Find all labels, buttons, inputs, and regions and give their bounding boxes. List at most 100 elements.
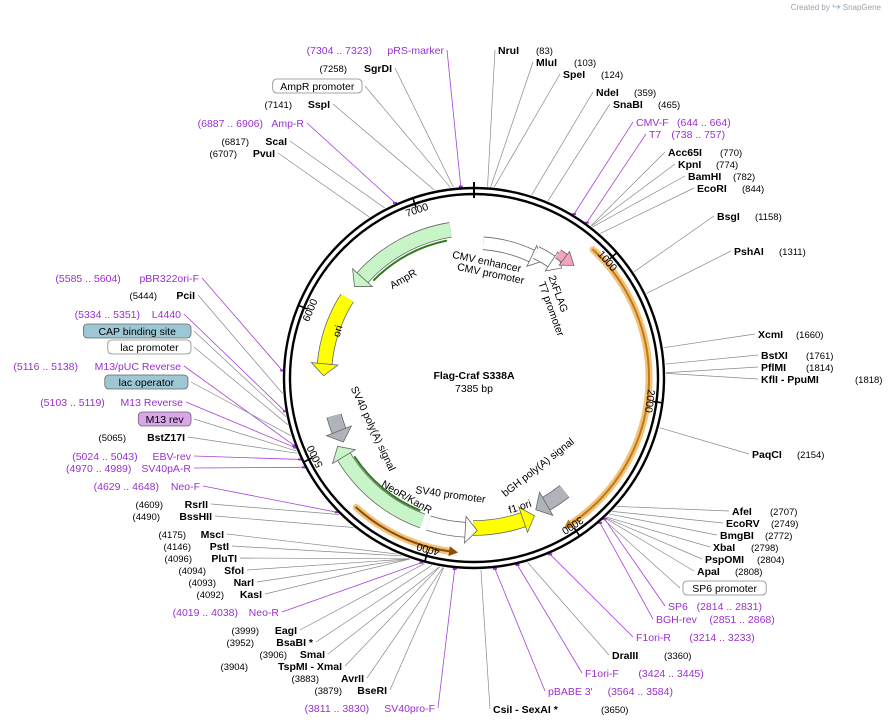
- feature-label-sv40-poly-a-signal: SV40 poly(A) signal: [348, 384, 398, 473]
- site-name-afei-r-18: AfeI: [732, 506, 752, 518]
- site-name-sv40pro-f-l-35: SV40pro-F: [384, 703, 435, 715]
- site-pos-f1ori-f-r-29: (3424 .. 3445): [638, 668, 703, 680]
- site-kpni-r-8: KpnI(774): [678, 159, 738, 171]
- connector-afei-r-18: [616, 506, 730, 512]
- connector-xbai-r-21: [606, 516, 711, 548]
- site-name-xcmi-r-13: XcmI: [758, 329, 783, 341]
- feature-box-cap-binding-site-l-10: [83, 323, 192, 339]
- connector-bseri-l-34: [389, 567, 444, 691]
- tick-7000: [411, 196, 417, 208]
- site-sv40pa-r-l-18: SV40pA-R(4970 .. 4989): [66, 463, 191, 475]
- site-mlui-r-1: MluI(103): [536, 57, 596, 69]
- connector-sv40pa-r-l-18: [193, 466, 305, 469]
- site-pos-sv40pa-r-l-18: (4970 .. 4989): [66, 463, 131, 475]
- sv40-promoter-arrow-head: [464, 515, 478, 545]
- site-name-bamhi-r-9: BamHI: [688, 171, 721, 183]
- feature-name-ampr-promoter-l-2: AmpR promoter: [280, 81, 355, 93]
- site-ebv-rev-l-17: EBV-rev(5024 .. 5043): [72, 451, 192, 463]
- site-xbai-r-21: XbaI(2798): [713, 542, 778, 554]
- site-m13-reverse-l-14: M13 Reverse(5103 .. 5119): [40, 397, 183, 409]
- site-pos-nari-l-26: (4093): [189, 578, 216, 589]
- site-name-bgh-rev-r-26: BGH-rev: [656, 614, 698, 626]
- bgh-polya-arrow-head: [535, 491, 554, 516]
- tick-label-2000: 2000: [642, 389, 657, 414]
- site-pos-sfoi-l-25: (4094): [179, 566, 206, 577]
- site-ecori-r-10: EcoRI(844): [697, 183, 764, 195]
- site-pos-bmgbi-r-20: (2772): [765, 531, 792, 542]
- feature-name-lac-promoter-l-11: lac promoter: [120, 342, 179, 354]
- site-name-kpni-r-8: KpnI: [678, 159, 701, 171]
- site-pos-paqci-r-17: (2154): [797, 450, 824, 461]
- site-name-bsabi-l-30: BsaBI *: [276, 637, 314, 649]
- connector-ampr-promoter-l-2: [364, 85, 451, 188]
- connector-smai-l-31: [327, 566, 440, 655]
- site-pos-bgh-rev-r-26: (2851 .. 2868): [709, 614, 774, 626]
- site-m13-puc-reverse-l-12: M13/pUC Reverse(5116 .. 5138): [13, 361, 181, 373]
- site-pos-spei-r-2: (124): [601, 70, 623, 81]
- site-pos-amp-r-l-4: (6887 .. 6906): [198, 118, 263, 130]
- site-pos-pspomi-r-22: (2804): [757, 555, 784, 566]
- site-lac-operator-l-13: lac operator: [104, 374, 189, 390]
- neo-orf-arc-line: [355, 506, 451, 553]
- site-pos-ecori-r-10: (844): [742, 184, 764, 195]
- feature-name-m13-rev-l-15: M13 rev: [146, 414, 185, 426]
- site-prs-marker-l-0: pRS-marker (7304 .. 7323): [307, 45, 445, 57]
- site-pos-afei-r-18: (2707): [770, 507, 797, 518]
- site-name-psti-l-23: PstI: [210, 541, 229, 553]
- ampr-arrow-head: [352, 267, 374, 287]
- connector-t7-r-6: [586, 133, 647, 223]
- feature-box-lac-operator-l-13: [104, 374, 189, 390]
- site-name-ndei-r-3: NdeI: [596, 87, 619, 99]
- site-psti-l-23: PstI(4146): [164, 541, 230, 553]
- connector-amp-r-l-4: [306, 122, 396, 204]
- site-name-bmgbi-r-20: BmgBI: [720, 530, 754, 542]
- snapgene-brand: Created by ↪ SnapGene: [791, 2, 881, 13]
- site-bseri-l-34: BseRI(3879): [315, 685, 388, 697]
- connector-bstxi-r-14: [665, 354, 759, 365]
- connector-bamhi-r-9: [592, 175, 686, 228]
- site-name-amp-r-l-4: Amp-R: [271, 118, 304, 130]
- site-cmv-f-r-5: CMV-F(644 .. 664): [636, 117, 731, 129]
- connector-m13-reverse-l-14: [185, 401, 296, 448]
- connector-nari-l-26: [256, 558, 410, 583]
- ori-arrow-head: [310, 362, 339, 377]
- site-name-prs-marker-l-0: pRS-marker: [387, 45, 444, 57]
- site-pos-ebv-rev-l-17: (5024 .. 5043): [72, 451, 137, 463]
- sv40-polya-arrow-head: [325, 425, 353, 443]
- connector-draiii-r-28: [527, 562, 610, 656]
- site-sgrdi-l-1: SgrDI(7258): [320, 63, 393, 75]
- site-pos-nrui-r-0: (83): [536, 46, 553, 57]
- site-bstz17i-l-16: BstZ17I(5065): [99, 432, 186, 444]
- site-sp6-promoter-r-24: SP6 promoter: [682, 580, 767, 596]
- neo-kan-arrow: [337, 452, 425, 528]
- site-name-scai-l-5: ScaI: [265, 136, 287, 148]
- site-pos-pbr322ori-f-l-7: (5585 .. 5604): [55, 273, 120, 285]
- feature-box-lac-promoter-l-11: [107, 339, 192, 355]
- site-afei-r-18: AfeI (2707): [732, 506, 797, 518]
- site-pos-eagi-l-29: (3999): [232, 626, 259, 637]
- site-name-rsrii-l-20: RsrII: [185, 499, 208, 511]
- site-pos-prs-marker-l-0: (7304 .. 7323): [307, 45, 372, 57]
- site-pbr322ori-f-l-7: pBR322ori-F(5585 .. 5604): [55, 273, 199, 285]
- site-name-spei-r-2: SpeI: [563, 69, 585, 81]
- site-pos-kasi-l-27: (4092): [197, 590, 224, 601]
- connector-psti-l-23: [231, 545, 402, 557]
- connector-pbabe-3-r-30: [494, 568, 546, 692]
- site-pos-neo-f-l-19: (4629 .. 4648): [94, 481, 159, 493]
- site-pos-sp6-r-25: (2814 .. 2831): [697, 601, 762, 613]
- site-name-bstz17i-l-16: BstZ17I: [147, 432, 185, 444]
- site-name-csii-sexai-r-31: CsiI - SexAI *: [493, 704, 559, 716]
- site-name-avrii-l-33: AvrII: [341, 673, 364, 685]
- tick-label-4000: 4000: [415, 540, 441, 558]
- f1-ori-arrow: [472, 513, 526, 535]
- connector-pbr322ori-f-l-7: [201, 277, 283, 371]
- site-pos-mlui-r-1: (103): [574, 58, 596, 69]
- site-name-nrui-r-0: NruI: [498, 45, 519, 57]
- site-pos-msci-l-22: (4175): [159, 530, 186, 541]
- site-name-eagi-l-29: EagI: [275, 625, 297, 637]
- connector-ecorv-r-19: [612, 511, 724, 524]
- site-pos-bsgi-r-11: (1158): [755, 212, 782, 223]
- connector-f1ori-f-r-29: [517, 564, 583, 674]
